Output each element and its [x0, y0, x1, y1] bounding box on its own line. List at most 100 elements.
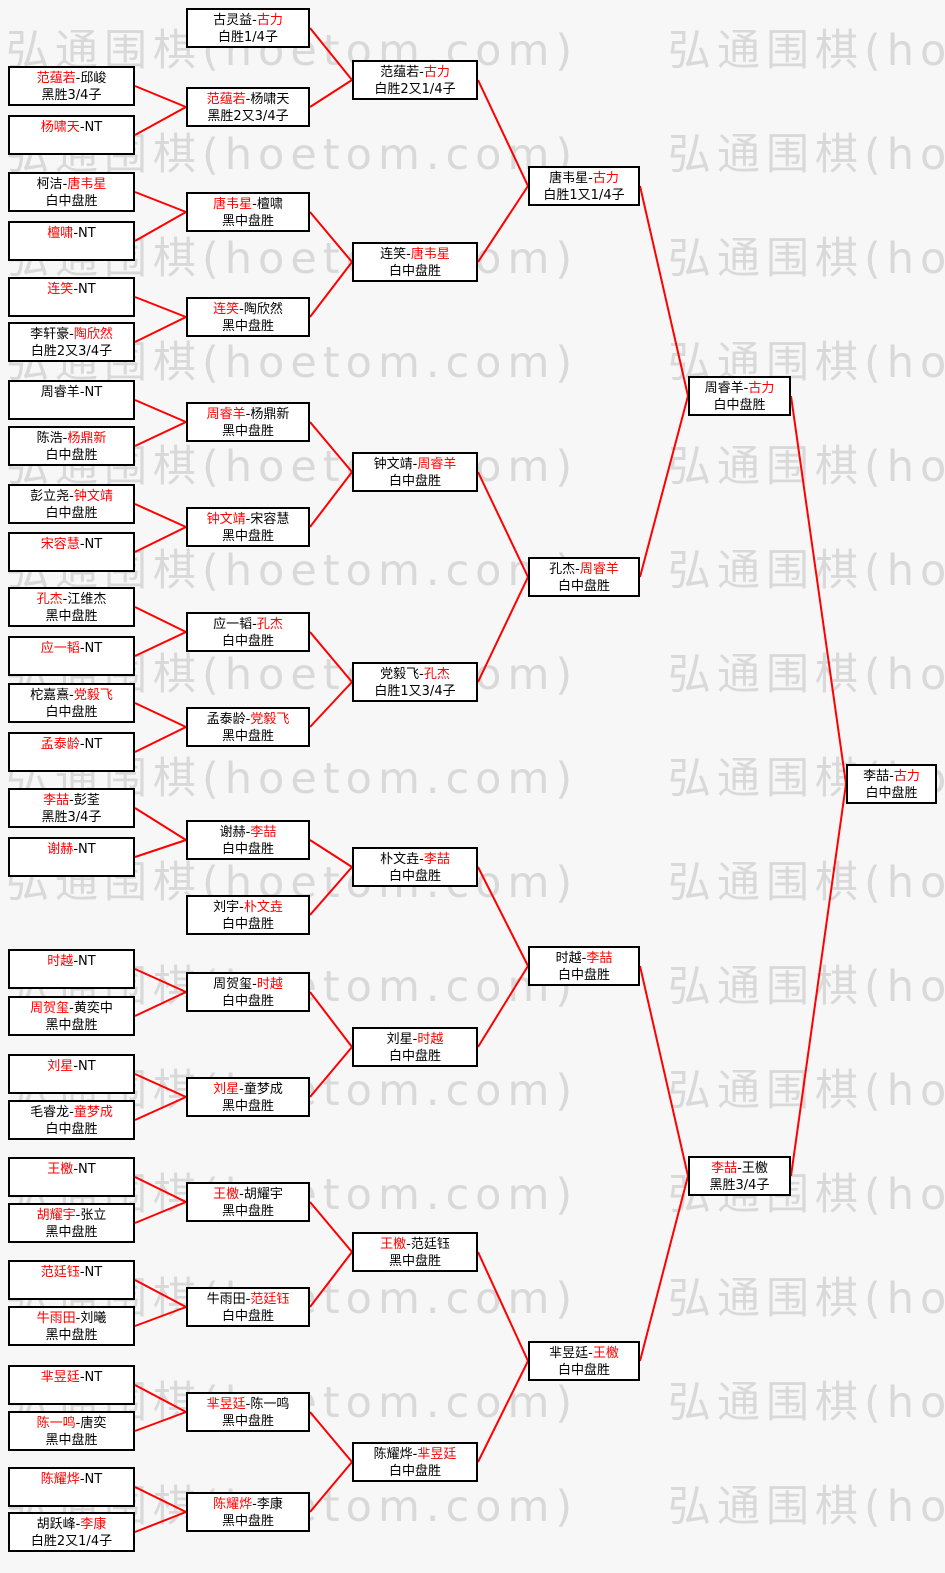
player-name: 唐奕: [80, 1416, 107, 1431]
vs-dash: -: [245, 512, 251, 527]
match-box-r1m8: 陈浩-杨鼎新白中盘胜: [8, 426, 135, 466]
vs-dash: -: [69, 793, 74, 808]
match-box-r3m2: 连笑-唐韦星白中盘胜: [352, 242, 478, 282]
player-name: 陈一鸣: [250, 1397, 290, 1412]
match-players: 毛睿龙-童梦成: [10, 1104, 133, 1121]
match-players: 范蕴若-杨啸天: [188, 91, 308, 108]
match-players: 芈昱廷-王檄: [530, 1345, 638, 1362]
player-name: 应一韬: [213, 617, 253, 632]
match-result: 白中盘胜: [45, 194, 98, 209]
player-name: 连笑: [213, 302, 240, 317]
connector-line: [790, 783, 847, 1177]
vs-dash: -: [737, 1161, 742, 1176]
match-box-r3m3: 钟文靖-周睿羊白中盘胜: [352, 452, 478, 492]
match-box-r1m3: 柯洁-唐韦星白中盘胜: [8, 172, 135, 212]
match-box-r2m15: 芈昱廷-陈一鸣黑中盘胜: [186, 1392, 310, 1432]
player-name: 牛雨田: [206, 1292, 246, 1307]
watermark-text: 弘通围棋(hoetom.com): [668, 130, 945, 180]
match-players: 谢赫-李喆: [188, 824, 308, 841]
player-name: NT: [78, 1162, 96, 1177]
match-box-r3m6: 刘星-时越白中盘胜: [352, 1027, 478, 1067]
match-players: 陈耀烨-芈昱廷: [354, 1446, 476, 1463]
player-name: 古力: [423, 65, 450, 80]
match-box-r2m7: 应一韬-孔杰白中盘胜: [186, 612, 310, 652]
match-box-r1m27: 陈耀烨-NT: [8, 1467, 135, 1507]
player-name: 王檄: [380, 1237, 407, 1252]
match-box-r2m2: 范蕴若-杨啸天黑胜2又3/4子: [186, 87, 310, 127]
player-name: 刘星: [213, 1082, 240, 1097]
match-players: 谢赫-NT: [10, 841, 133, 858]
connector-line: [134, 526, 187, 553]
vs-dash: -: [69, 489, 74, 504]
connector-line: [309, 471, 353, 528]
vs-dash: -: [79, 385, 85, 400]
player-name: NT: [84, 1265, 103, 1280]
match-players: 牛雨田-范廷钰: [188, 1291, 308, 1308]
match-result: 黑中盘胜: [221, 424, 274, 439]
connector-line: [134, 631, 187, 657]
match-box-r4m4: 芈昱廷-王檄白中盘胜: [528, 1341, 640, 1381]
connector-line: [134, 503, 187, 528]
match-players: 连笑-NT: [10, 281, 133, 298]
connector-line: [309, 261, 353, 318]
connector-line: [134, 1306, 187, 1327]
player-name: 杨啸天: [40, 120, 80, 135]
match-players: 钟文靖-宋容慧: [188, 511, 308, 528]
match-result: 黑胜3/4子: [41, 88, 102, 103]
match-box-r1m4: 檀啸-NT: [8, 221, 135, 261]
connector-line: [134, 296, 187, 318]
connector-line: [309, 1411, 353, 1463]
match-result: 白中盘胜: [45, 705, 98, 720]
connector-line: [134, 726, 187, 753]
player-name: 时越: [256, 977, 283, 992]
player-name: 王檄: [592, 1346, 619, 1361]
player-name: 王檄: [741, 1161, 768, 1176]
connector-line: [309, 421, 353, 473]
player-name: 钟文靖: [73, 489, 113, 504]
match-result: 黑中盘胜: [221, 1099, 274, 1114]
player-name: 李喆: [711, 1161, 738, 1176]
vs-dash: -: [245, 825, 251, 840]
match-players: 周贺玺-黄奕中: [10, 1000, 133, 1017]
vs-dash: -: [588, 1346, 593, 1361]
match-box-r3m5: 朴文垚-李喆白中盘胜: [352, 847, 478, 887]
player-name: 李轩豪: [30, 327, 70, 342]
connector-line: [134, 211, 187, 242]
match-result: 白胜2又1/4子: [374, 82, 456, 97]
connector-line: [134, 399, 187, 423]
player-name: 孔杰: [36, 592, 63, 607]
connector-line: [134, 807, 187, 841]
match-players: 李喆-王檄: [690, 1160, 789, 1177]
connector-line: [477, 965, 529, 1048]
connector-line: [134, 106, 187, 136]
vs-dash: -: [252, 977, 257, 992]
vs-dash: -: [75, 1517, 81, 1532]
player-name: 周睿羊: [206, 407, 246, 422]
match-result: 白胜2又1/4子: [30, 1534, 113, 1549]
match-box-r2m9: 谢赫-李喆白中盘胜: [186, 820, 310, 860]
player-name: NT: [84, 1370, 103, 1385]
match-box-r2m3: 唐韦星-檀啸黑中盘胜: [186, 192, 310, 232]
match-players: 应一韬-孔杰: [188, 616, 308, 633]
player-name: 毛睿龙: [30, 1105, 70, 1120]
match-players: 陈耀烨-NT: [10, 1471, 133, 1488]
player-name: 范蕴若: [380, 65, 420, 80]
player-name: 谢赫: [47, 842, 74, 857]
match-result: 黑中盘胜: [45, 1328, 98, 1343]
player-name: 陶欣然: [243, 302, 283, 317]
match-result: 黑中盘胜: [221, 1414, 274, 1429]
match-players: 刘星-时越: [354, 1031, 476, 1048]
match-box-r1m26: 陈一鸣-唐奕黑中盘胜: [8, 1411, 135, 1451]
vs-dash: -: [73, 1059, 79, 1074]
player-name: 周睿羊: [40, 385, 80, 400]
player-name: 范廷钰: [40, 1265, 80, 1280]
connector-line: [134, 1486, 187, 1513]
player-name: NT: [84, 641, 103, 656]
player-name: 古力: [592, 171, 619, 186]
watermark-text: 弘通围棋(hoetom.com): [668, 650, 945, 700]
match-players: 牛雨田-刘曦: [10, 1310, 133, 1327]
match-box-r2m11: 周贺玺-时越白中盘胜: [186, 972, 310, 1012]
match-box-r1m13: 柁嘉熹-党毅飞白中盘胜: [8, 683, 135, 723]
vs-dash: -: [245, 407, 251, 422]
